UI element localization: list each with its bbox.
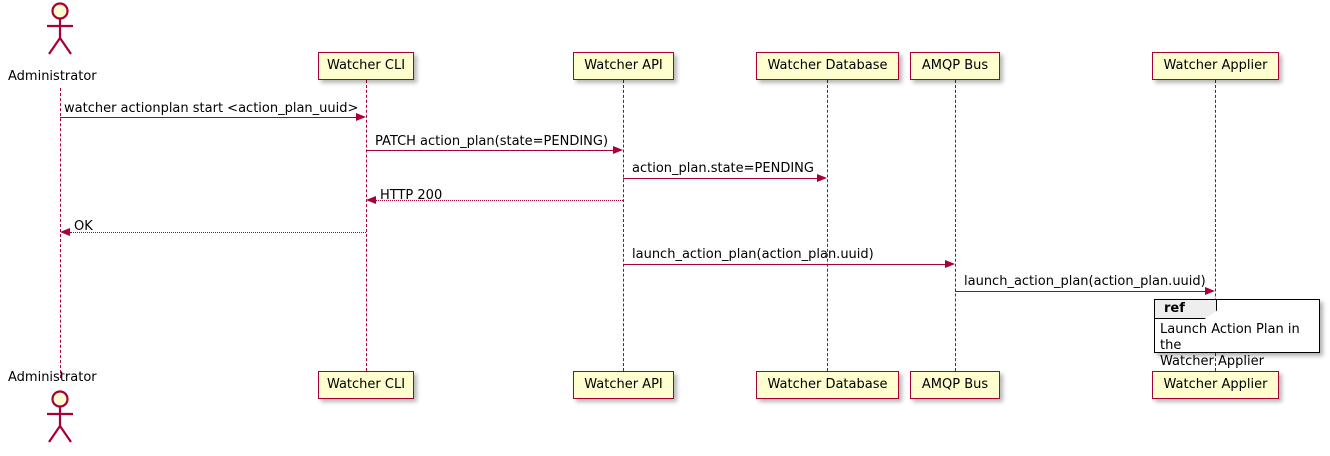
stick-figure-icon	[47, 2, 73, 55]
message-arrowhead-m3	[817, 173, 827, 182]
participant-watcher-api-top[interactable]: Watcher API	[573, 52, 674, 80]
message-label-m1: watcher actionplan start <action_plan_uu…	[64, 101, 359, 116]
message-line-m3	[623, 178, 817, 179]
actor-administrator-bottom	[40, 390, 80, 444]
participant-watcher-api-bottom[interactable]: Watcher API	[573, 371, 674, 399]
message-line-m4	[376, 200, 623, 201]
lifeline-watcher-applier	[1215, 80, 1216, 371]
lifeline-amqp-bus	[955, 80, 956, 371]
participant-watcher-database-top[interactable]: Watcher Database	[756, 52, 899, 80]
message-line-m5	[70, 232, 366, 233]
message-line-m7	[955, 291, 1205, 292]
message-label-m4: HTTP 200	[380, 188, 443, 203]
stick-figure-icon	[47, 390, 73, 443]
ref-fragment-tab-label: ref	[1164, 301, 1185, 316]
ref-fragment-body: Launch Action Plan in the Watcher Applie…	[1160, 322, 1300, 369]
message-arrowhead-m5	[60, 227, 70, 236]
message-arrowhead-m4	[366, 195, 376, 204]
message-label-m7: launch_action_plan(action_plan.uuid)	[964, 274, 1206, 289]
message-arrowhead-m1	[356, 112, 366, 121]
message-label-m2: PATCH action_plan(state=PENDING)	[375, 134, 609, 149]
actor-label-administrator-bottom: Administrator	[8, 370, 97, 385]
participant-watcher-applier-top[interactable]: Watcher Applier	[1152, 52, 1279, 80]
actor-label-administrator-top: Administrator	[8, 69, 97, 84]
lifeline-watcher-database	[827, 80, 828, 371]
participant-watcher-database-bottom[interactable]: Watcher Database	[756, 371, 899, 399]
message-label-m6: launch_action_plan(action_plan.uuid)	[632, 247, 874, 262]
message-line-m1	[60, 117, 356, 118]
message-label-m5: OK	[74, 219, 93, 234]
message-arrowhead-m2	[613, 145, 623, 154]
message-arrowhead-m6	[945, 259, 955, 268]
participant-watcher-cli-top[interactable]: Watcher CLI	[318, 52, 414, 80]
lifeline-watcher-api	[623, 80, 624, 371]
message-line-m2	[366, 150, 613, 151]
message-line-m6	[623, 264, 945, 265]
message-label-m3: action_plan.state=PENDING	[632, 161, 814, 176]
ref-fragment-tab: ref	[1155, 300, 1217, 319]
participant-amqp-bus-top[interactable]: AMQP Bus	[910, 52, 1000, 80]
lifeline-watcher-cli	[366, 80, 367, 371]
ref-fragment[interactable]: ref Launch Action Plan in the Watcher Ap…	[1154, 299, 1320, 369]
participant-amqp-bus-bottom[interactable]: AMQP Bus	[910, 371, 1000, 399]
message-arrowhead-m7	[1205, 286, 1215, 295]
actor-administrator-top	[40, 2, 80, 56]
participant-watcher-cli-bottom[interactable]: Watcher CLI	[318, 371, 414, 399]
participant-watcher-applier-bottom[interactable]: Watcher Applier	[1152, 371, 1279, 399]
